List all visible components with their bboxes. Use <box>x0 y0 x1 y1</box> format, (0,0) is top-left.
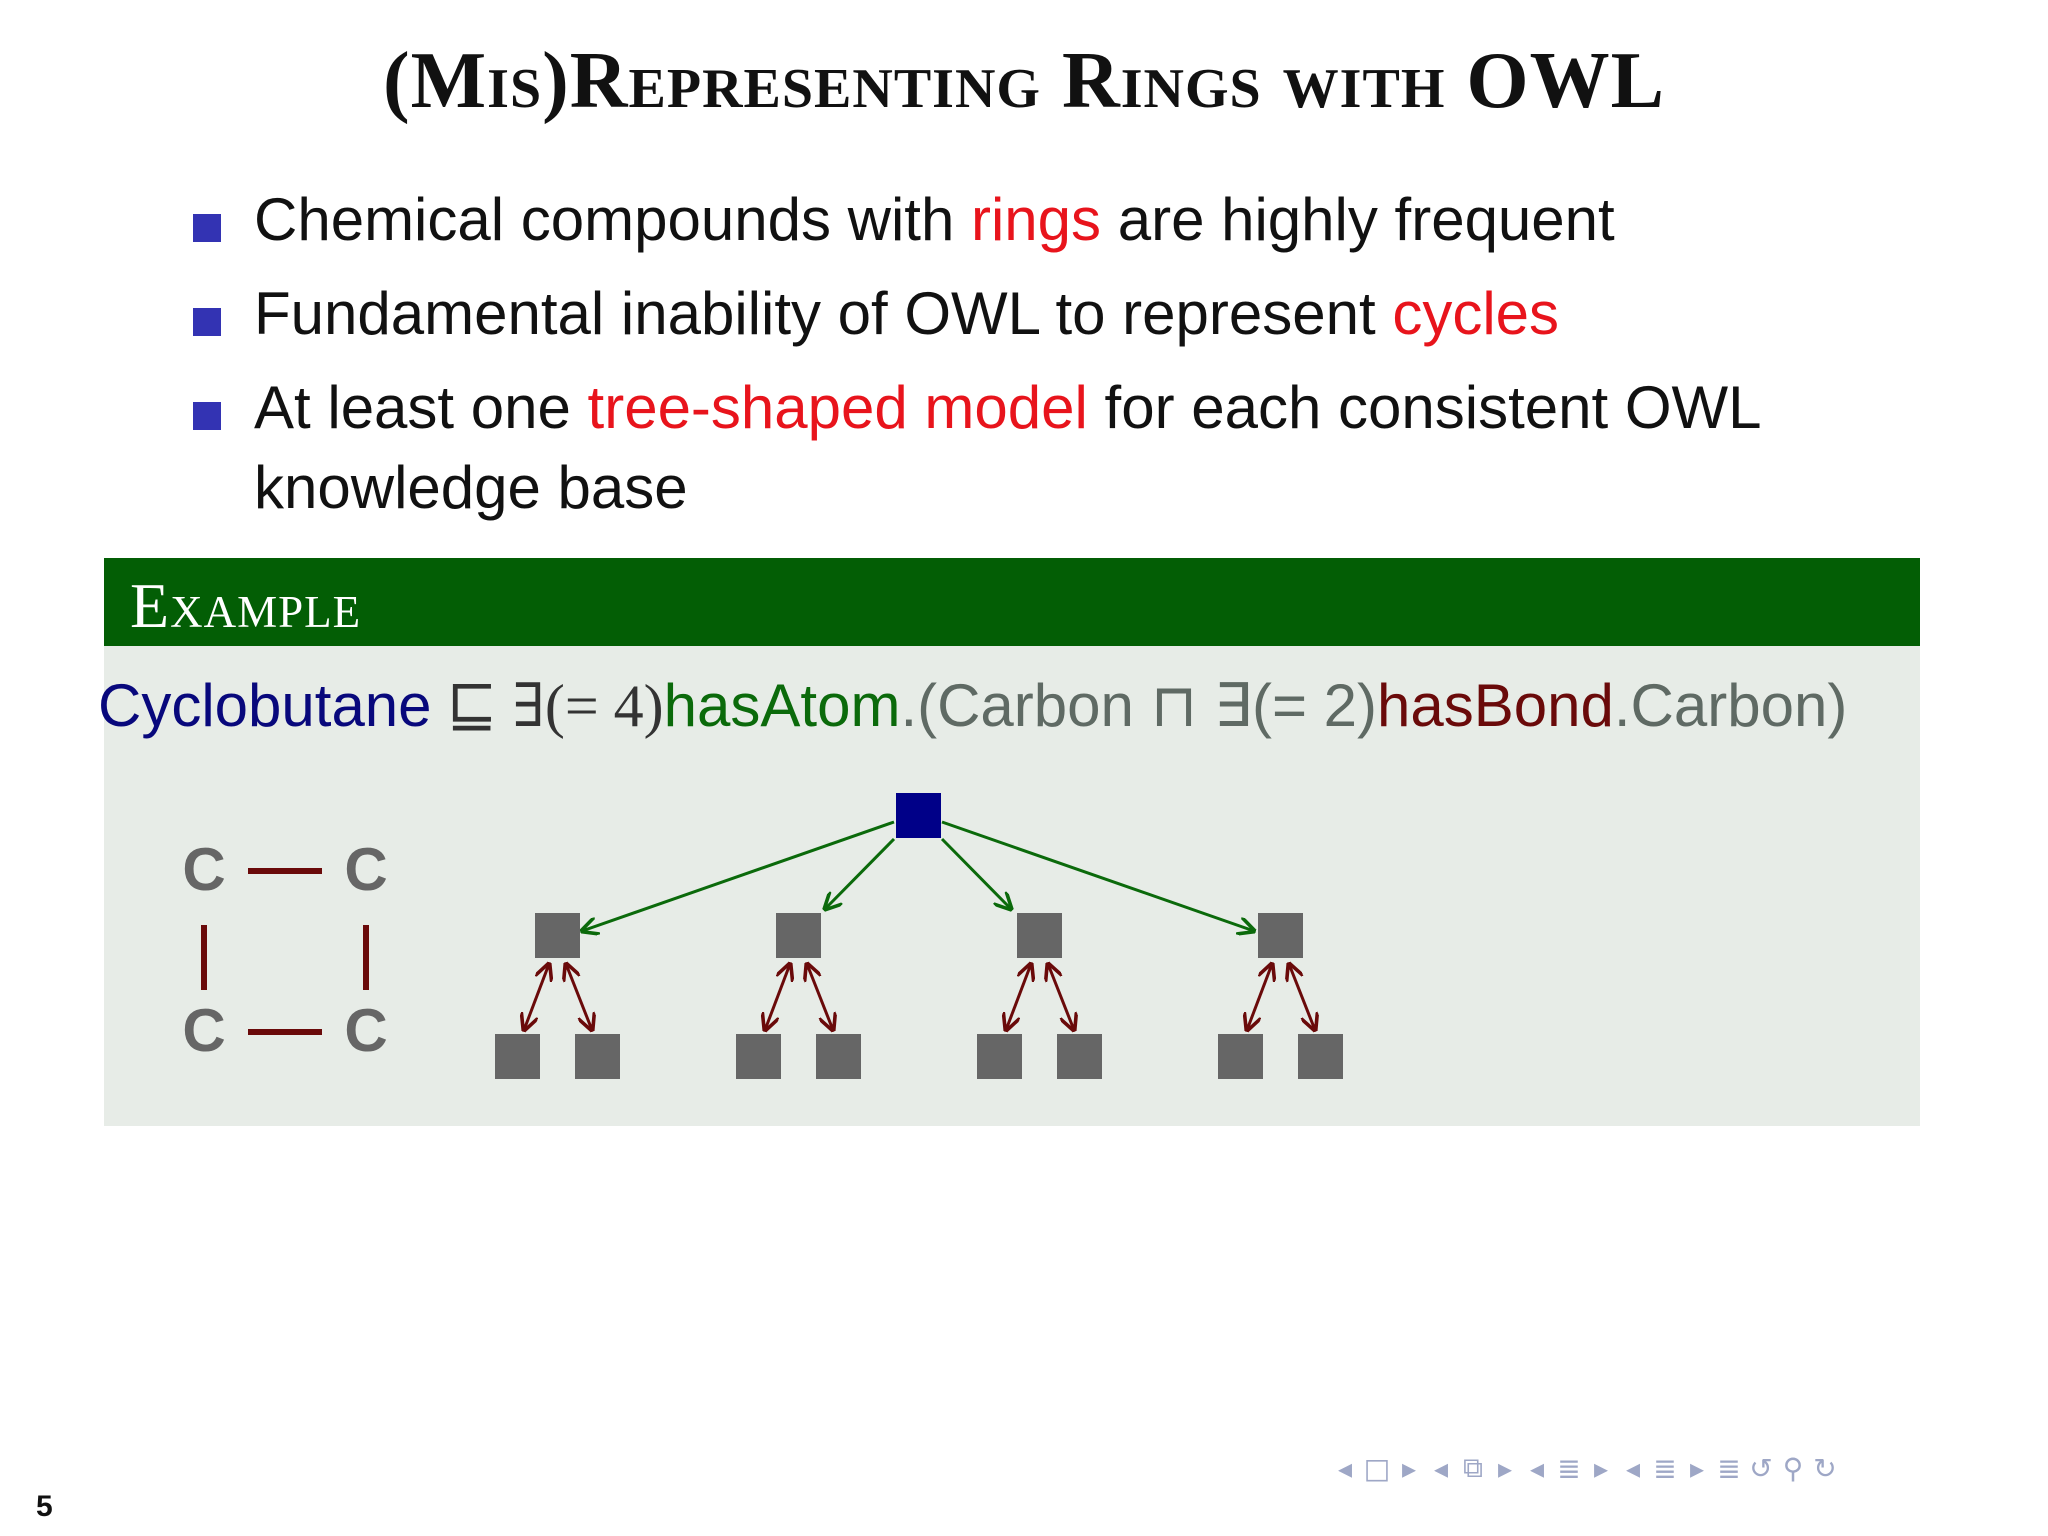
bullet-text: Fundamental inability of OWL to represen… <box>254 280 1393 347</box>
nav-back-icon[interactable]: ↺ <box>1749 1451 1773 1485</box>
bullet-square-icon <box>193 402 221 430</box>
bullet-item: Fundamental inability of OWL to represen… <box>190 274 1910 354</box>
bullet-text: are highly frequent <box>1101 186 1615 253</box>
formula-filler: .(Carbon ⊓ ∃(= 2) <box>900 672 1377 739</box>
nav-frame-icon[interactable]: □ <box>1363 1451 1391 1485</box>
atom-node <box>1017 913 1062 958</box>
has-bond-arrow <box>807 964 833 1030</box>
root-node <box>896 793 941 838</box>
bullet-text: At least one <box>254 374 588 441</box>
leaf-node <box>1218 1034 1263 1079</box>
nav-section-icon[interactable]: ≣ <box>1557 1451 1581 1485</box>
bullet-highlight: rings <box>970 186 1102 253</box>
leaf-node <box>736 1034 781 1079</box>
atom-node <box>776 913 821 958</box>
atom-node <box>1258 913 1303 958</box>
leaf-node <box>575 1034 620 1079</box>
slide-title: (Mis)Representing Rings with OWL <box>383 37 1665 125</box>
nav-next-section-icon[interactable]: ▸ <box>1593 1451 1609 1485</box>
bullet-highlight: cycles <box>1392 280 1560 347</box>
carbon-label: C <box>182 997 225 1064</box>
nav-search-icon[interactable]: ⚲ <box>1782 1451 1804 1485</box>
has-bond-arrow <box>566 964 592 1030</box>
nav-next-subsection-icon[interactable]: ▸ <box>1497 1451 1513 1485</box>
bullet-square-icon <box>193 308 221 336</box>
has-bond-arrow <box>1289 964 1315 1030</box>
bullet-item: Chemical compounds with rings are highly… <box>190 180 1910 260</box>
cyclobutane-ring: C C C C <box>182 836 387 1064</box>
formula-end: .Carbon) <box>1613 672 1848 739</box>
carbon-label: C <box>344 836 387 903</box>
formula-role-has-bond: hasBond <box>1377 672 1614 739</box>
nav-subsection-icon[interactable]: ⧉ <box>1463 1451 1483 1484</box>
nav-next-doc-icon[interactable]: ▸ <box>1689 1451 1705 1485</box>
nav-doc-icon[interactable]: ≣ <box>1653 1451 1677 1485</box>
leaf-node <box>1298 1034 1343 1079</box>
has-atom-arrow <box>582 820 895 931</box>
leaf-node <box>495 1034 540 1079</box>
example-block: Example Cyclobutane ⊑ ∃(= 4)hasAtom.(Car… <box>98 558 1920 1126</box>
formula-operator: ⊑ ∃(= 4) <box>431 673 664 739</box>
tree-model <box>495 793 1343 1079</box>
has-bond-arrow <box>765 964 790 1030</box>
carbon-label: C <box>182 836 225 903</box>
has-bond-arrow <box>1247 964 1272 1030</box>
nav-prev-doc-icon[interactable]: ◂ <box>1625 1451 1641 1485</box>
bullet-item: At least one tree-shaped model for each … <box>190 368 1910 528</box>
bullet-text: for each consistent OWL knowledge base <box>254 374 1760 521</box>
nav-appendix-icon[interactable]: ≣ <box>1717 1451 1741 1485</box>
leaf-node <box>977 1034 1022 1079</box>
carbon-label: C <box>344 997 387 1064</box>
has-atom-arrow <box>941 820 1254 931</box>
nav-forward-icon[interactable]: ↻ <box>1813 1451 1837 1485</box>
formula: Cyclobutane ⊑ ∃(= 4)hasAtom.(Carbon ⊓ ∃(… <box>98 666 1847 746</box>
has-bond-arrow <box>1006 964 1031 1030</box>
nav-prev-section-icon[interactable]: ◂ <box>1529 1451 1545 1485</box>
has-atom-arrow <box>940 837 1011 909</box>
has-atom-arrow <box>825 837 896 909</box>
atom-node <box>535 913 580 958</box>
formula-subject: Cyclobutane <box>98 672 432 739</box>
nav-prev-subsection-icon[interactable]: ◂ <box>1433 1451 1449 1485</box>
leaf-node <box>816 1034 861 1079</box>
beamer-navigation: ◂ □ ▸ ◂ ⧉ ▸ ◂ ≣ ▸ ◂ ≣ ▸ ≣ ↺ ⚲ ↻ <box>1330 1448 1840 1488</box>
bullet-square-icon <box>193 214 221 242</box>
bullet-highlight: tree-shaped model <box>587 374 1088 441</box>
example-header: Example <box>104 558 1920 646</box>
ring-diagram: C C C C <box>182 793 1343 1079</box>
has-bond-arrow <box>524 964 549 1030</box>
bullet-list: Chemical compounds with rings are highly… <box>190 180 1910 542</box>
nav-prev-frame-icon[interactable]: ◂ <box>1337 1451 1353 1485</box>
formula-role-has-atom: hasAtom <box>663 672 901 739</box>
bullet-text: Chemical compounds with <box>254 186 971 253</box>
nav-next-frame-icon[interactable]: ▸ <box>1401 1451 1417 1485</box>
leaf-node <box>1057 1034 1102 1079</box>
has-bond-arrow <box>1048 964 1074 1030</box>
page-number: 5 <box>36 1490 53 1523</box>
